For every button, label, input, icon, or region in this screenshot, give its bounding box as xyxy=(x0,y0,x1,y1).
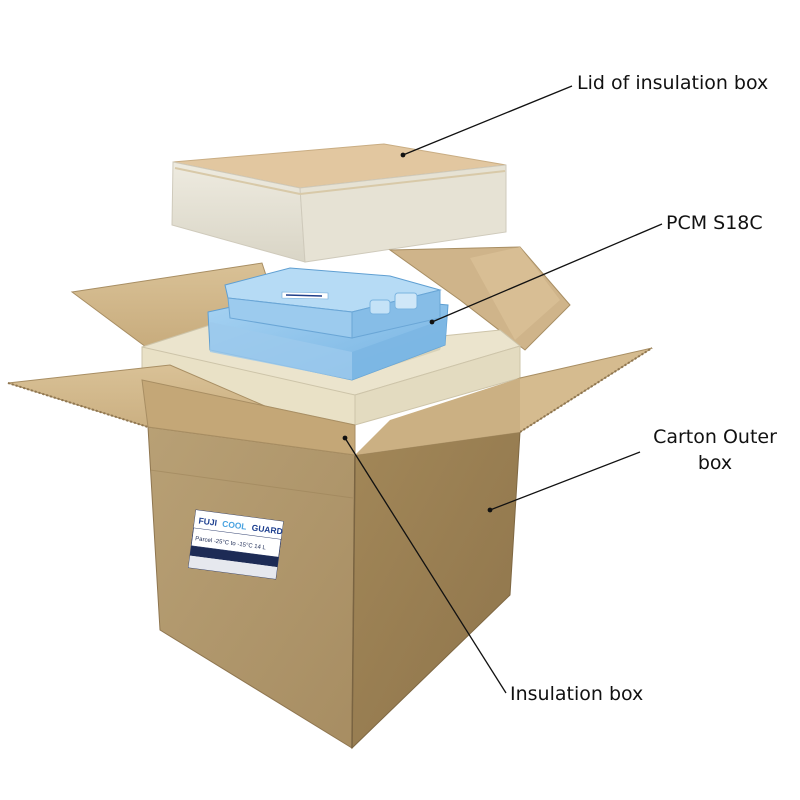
product-label: FUJI COOL GUARD Parcel -25°C to -15°C 14… xyxy=(187,509,284,580)
carton-front-flaps xyxy=(7,347,653,456)
label-insulation: Insulation box xyxy=(510,683,644,705)
label-carton: Carton Outer box xyxy=(640,425,790,476)
callout-dot-carton xyxy=(487,507,493,513)
callout-dot-lid xyxy=(400,152,406,158)
label-brand: FUJI xyxy=(198,515,218,527)
label-carton-line1: Carton Outer xyxy=(653,426,777,448)
label-lid: Lid of insulation box xyxy=(577,72,769,94)
callout-line-insulation xyxy=(344,437,507,694)
callout-line-carton xyxy=(489,451,641,511)
label-carton-line2: box xyxy=(697,451,733,474)
svg-text:FUJI COOL GUARD: FUJI COOL GUARD xyxy=(198,515,283,536)
label-cool: COOL xyxy=(222,519,248,532)
callout-line-lid xyxy=(402,85,573,156)
callout-dot-pcm xyxy=(429,319,435,325)
callout-line-pcm xyxy=(431,223,663,323)
pcm-packs xyxy=(207,267,449,381)
callout-lines xyxy=(344,85,663,694)
carton-outer-box xyxy=(147,426,521,750)
label-pcm: PCM S18C xyxy=(666,212,763,234)
insulation-lid xyxy=(171,143,507,263)
callout-dot-insulation xyxy=(342,435,348,441)
label-guard: GUARD xyxy=(251,522,283,536)
